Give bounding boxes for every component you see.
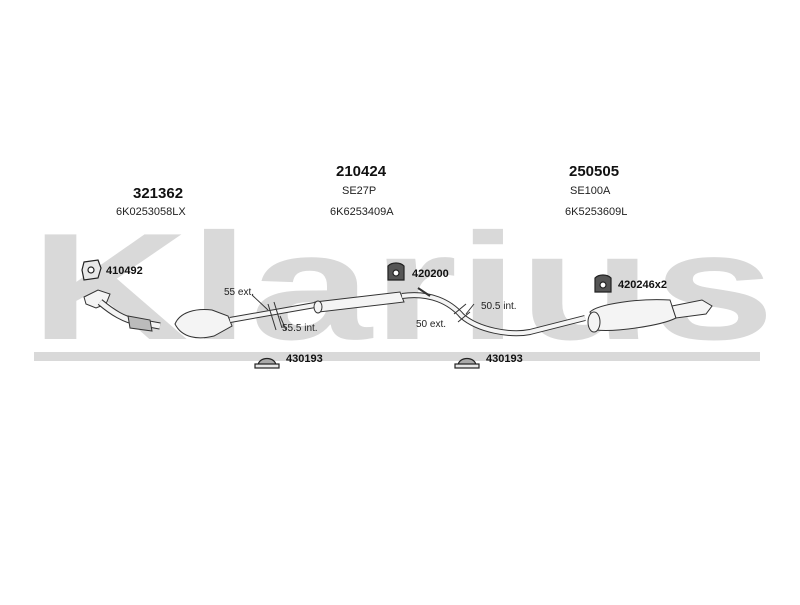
accessory-label: 410492 bbox=[106, 265, 143, 277]
watermark-underline bbox=[34, 352, 760, 361]
rubber-hanger-icon bbox=[594, 274, 612, 293]
part-ref: SE27P bbox=[342, 185, 377, 197]
dimension-label: 50 ext. bbox=[416, 319, 447, 330]
watermark: Klarius bbox=[30, 202, 775, 372]
dimension-label: 55 ext. bbox=[224, 287, 255, 298]
clamp-icon bbox=[454, 357, 480, 369]
exhaust-system bbox=[83, 287, 713, 339]
accessory-label: 430193 bbox=[486, 353, 523, 365]
tailpipe bbox=[671, 299, 713, 319]
flex-joint bbox=[127, 315, 153, 332]
dimension-marks bbox=[251, 294, 475, 331]
part-ref: SE100A bbox=[570, 185, 611, 197]
gasket-icon bbox=[81, 259, 102, 281]
catalytic-converter bbox=[174, 309, 233, 339]
accessory-icons bbox=[81, 259, 612, 369]
accessory-label: 420200 bbox=[412, 268, 449, 280]
accessory-label: 420246x2 bbox=[618, 279, 667, 291]
rubber-hanger-icon bbox=[387, 262, 405, 281]
part-number-321362: 321362 bbox=[133, 185, 184, 202]
dimension-label: 50.5 int. bbox=[481, 301, 517, 312]
watermark-text: Klarius bbox=[30, 202, 775, 372]
part-number-210424: 210424 bbox=[336, 163, 387, 180]
part-number-250505: 250505 bbox=[569, 163, 620, 180]
part-code: 6K5253609L bbox=[565, 206, 628, 218]
clamp-icon bbox=[254, 357, 280, 369]
part-code: 6K6253409A bbox=[330, 206, 394, 218]
dimension-label: 55.5 int. bbox=[282, 323, 318, 334]
accessory-label: 430193 bbox=[286, 353, 323, 365]
part-code: 6K0253058LX bbox=[116, 206, 186, 218]
